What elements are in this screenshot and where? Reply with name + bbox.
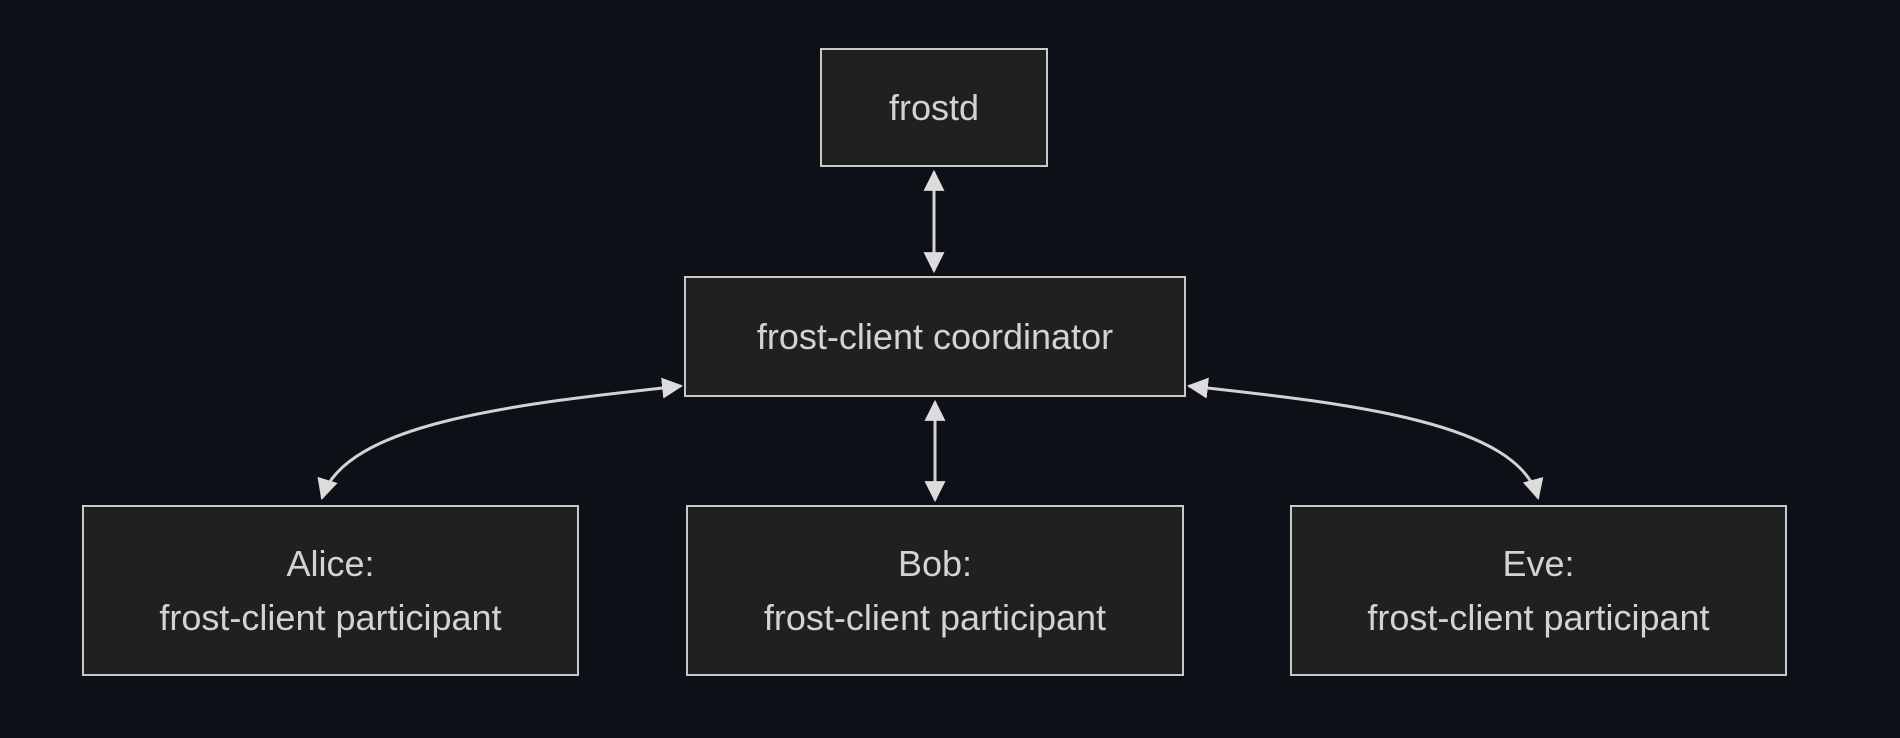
node-bob-name: Bob: <box>897 542 973 584</box>
node-eve-role: frost-client participant <box>1367 596 1710 638</box>
node-coordinator: frost-client coordinator <box>684 276 1186 397</box>
node-alice-name: Alice: <box>286 542 375 584</box>
node-eve: Eve: frost-client participant <box>1290 505 1787 676</box>
node-alice: Alice: frost-client participant <box>82 505 579 676</box>
node-eve-name: Eve: <box>1502 542 1575 584</box>
node-alice-role: frost-client participant <box>159 596 502 638</box>
node-bob: Bob: frost-client participant <box>686 505 1184 676</box>
node-frostd-label: frostd <box>888 86 980 128</box>
node-coordinator-label: frost-client coordinator <box>756 315 1114 357</box>
edge-coordinator-eve <box>1186 377 1544 501</box>
edge-coordinator-alice <box>317 377 684 501</box>
node-bob-role: frost-client participant <box>763 596 1107 638</box>
node-frostd: frostd <box>820 48 1048 167</box>
